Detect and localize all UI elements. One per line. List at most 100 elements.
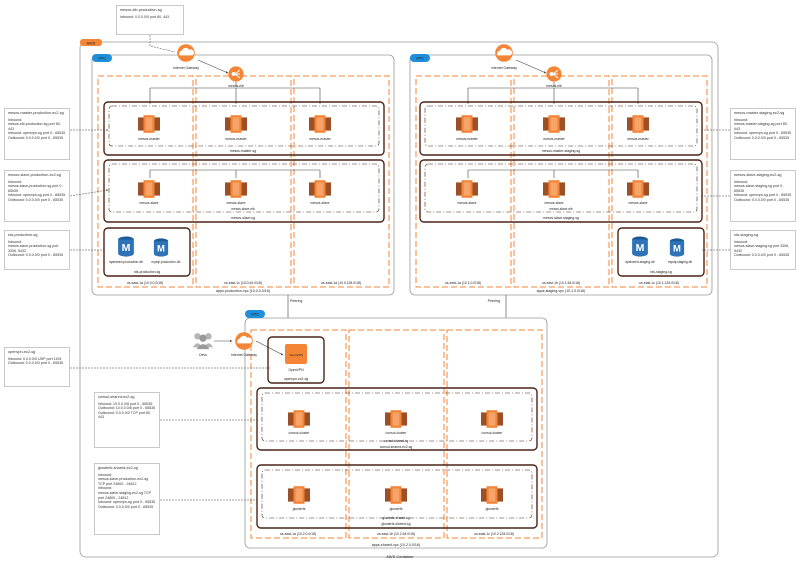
shared-vpc-label: apps-shared-vpc (10.2.0.0/16): [372, 543, 420, 547]
note-line: Inbound: 0.0.0.0/0 port 80, 443: [120, 14, 170, 19]
prod-master-2-label: mesos-master: [225, 137, 247, 141]
shared-az-1c-label: us-east-1c (10.2.128.0/18): [474, 532, 514, 536]
staging-master-3-label: mesos-master: [627, 137, 649, 141]
note-title: mesos-master-staging-ec2-sg: [734, 111, 785, 115]
note-line: Outbound: 0.0.0.0/0 port 0 - 65535: [8, 253, 64, 258]
shared-az-1b-label: us-east-1b (10.2.64.0/18): [377, 532, 415, 536]
gluster-sg-box: [256, 464, 538, 529]
note-line: Inbound:: [8, 117, 22, 122]
note-title: openvpn-ec2-sg: [8, 350, 36, 354]
consul-1-icon: [288, 410, 310, 428]
staging-master-sg-box: [419, 101, 703, 156]
staging-internet-gateway-icon: [495, 44, 513, 62]
note-elb-production-sg: mesos-elb-production-sg Inbound: 0.0.0.0…: [116, 5, 184, 35]
staging-az-1c: [611, 75, 708, 288]
staging-az-1a: [415, 75, 512, 288]
staging-vpc-badge: [410, 54, 430, 62]
staging-slave-2-label: mesos-slave: [544, 201, 563, 205]
prod-mysql-db-icon: [153, 238, 169, 257]
note-line: Inbound:: [98, 472, 112, 477]
note-line: Outbound: 0.0.0.0/0 port 0 - 65535: [734, 253, 790, 258]
note-line: Inbound:: [734, 179, 748, 184]
gluster-sg-label: glusterfs-shared-sg: [381, 522, 410, 526]
prod-az-1a: [97, 75, 194, 288]
staging-slave-1-label: mesos-slave: [457, 201, 476, 205]
openvpn-sg-box: [267, 336, 325, 384]
staging-master-2-label: mesos-master: [543, 137, 565, 141]
prod-rds-sg-label: rds-production-sg: [134, 270, 160, 274]
staging-master-1-icon: [456, 115, 478, 133]
prod-slave-2-icon: [225, 180, 247, 198]
staging-elb-icon: [546, 66, 562, 82]
staging-slave-2-icon: [543, 180, 565, 198]
staging-rds-sg-box: [617, 227, 705, 277]
staging-az-1b: [513, 75, 610, 288]
note-line: mesos-slave-staging-sg port 0 - 65535: [734, 184, 785, 193]
staging-mysql-db-label: mysql-staging-db: [668, 260, 692, 264]
consul-2-label: consul-cluster: [386, 431, 408, 435]
prod-slave-elb-label: mesos-slave-elb: [231, 207, 254, 211]
note-line: Outbound: 0.0.0.0/0 port 0 - 65535: [734, 197, 790, 202]
devs-users-icon: [192, 333, 214, 350]
note-line: Outbound: 0.0.0.0/0 TCP port 80, 443: [98, 410, 152, 420]
prod-master-3-label: mesos-master: [309, 137, 331, 141]
igw-to-openvpn-line: [255, 340, 284, 356]
note-line: Inbound: openvpn-sg port 0 - 65535: [734, 131, 792, 136]
aws-container-label: AWS Container: [386, 554, 414, 559]
aws-container-frame: [79, 41, 719, 558]
staging-igw-label: Internet Gateway: [491, 66, 517, 70]
production-vpc-badge-label: VPC: [98, 56, 106, 61]
prod-slave-3-icon: [309, 180, 331, 198]
production-vpc-frame: [91, 54, 395, 296]
note-consul-sg: consul-shared-ec2-sg Inbound: 10.0.0.0/8…: [94, 392, 160, 448]
devs-users-label: Devs: [199, 353, 207, 357]
shared-az-1a-label: us-east-1a (10.2.0.0/18): [280, 532, 316, 536]
gluster-1-icon: [288, 486, 310, 504]
note-rds-production-sg: rds-production-sg Inbound: mesos-slave-p…: [4, 230, 70, 270]
note-line: Inbound: 0.0.0.0/0 UDP port 1194: [8, 356, 62, 361]
note-line: Inbound: openvpn-sg port 0 - 65535: [8, 193, 66, 198]
prod-slave-1-icon: [138, 180, 160, 198]
peering-right-label: Peering: [488, 299, 500, 303]
prod-slave-2-label: mesos-slave: [226, 201, 245, 205]
note-master-production-sg: mesos-master-production-ec2-sg Inbound: …: [4, 108, 70, 160]
prod-master-1-label: mesos-master: [138, 137, 160, 141]
staging-slave-3-icon: [627, 180, 649, 198]
note-line: Inbound:: [734, 117, 748, 122]
consul-1-label: consul-cluster: [289, 431, 311, 435]
note-line: Outbound: 0.0.0.0/0 port 0 - 65535: [98, 504, 154, 509]
staging-az-1a-label: us-east-1a (10.1.0.0/18): [445, 281, 481, 285]
openvpn-instance-icon: [285, 344, 307, 364]
prod-slave-3-label: mesos-slave: [310, 201, 329, 205]
slave-prod-note-connector: [69, 189, 109, 197]
staging-master-sg-inner: [424, 105, 698, 147]
gluster-2-icon: [385, 486, 407, 504]
prod-slave-sg-label: mesos-slave-sg: [231, 216, 255, 220]
note-rds-staging-sg: rds-staging-sg Inbound: mesos-slave-stag…: [730, 230, 796, 270]
staging-igw-to-elb-line: [515, 59, 547, 74]
note-line: Outbound: 0.0.0.0/0 port 0 - 65535: [8, 135, 64, 140]
openvpn-label: OpenVPN: [288, 368, 304, 372]
prod-slave-sg-box: [103, 159, 385, 223]
staging-apshared-db-icon: [632, 236, 648, 257]
consul-3-icon: [481, 410, 503, 428]
staging-az-1b-label: us-east-1b (10.1.64.0/18): [542, 281, 580, 285]
gluster-shared-inner: [261, 469, 533, 519]
staging-slave-sg-box: [419, 159, 703, 223]
note-title: consul-shared-ec2-sg: [98, 395, 135, 399]
note-line: Outbound: 0.0.0.0/0 port 0 - 65535: [8, 361, 64, 366]
shared-az-1b: [348, 329, 445, 539]
gluster-1-label: glusterfs: [293, 507, 306, 511]
note-line: Outbound: 0.0.0.0/0 port 0 - 65535: [8, 197, 64, 202]
note-openvpn-sg: openvpn-ec2-sg Inbound: 0.0.0.0/0 UDP po…: [4, 347, 70, 387]
note-line: mesos-slave-production-ec2-sg TCP port 2…: [98, 477, 149, 486]
shared-az-1a: [250, 329, 347, 539]
prod-az-1d-label: us-east-1d (10.0.128.0/18): [321, 281, 361, 285]
note-line: mesos-slave-production-sg port 3306, 543…: [8, 244, 59, 253]
staging-vpc-frame: [409, 54, 713, 296]
prod-slave-1-label: mesos-slave: [139, 201, 158, 205]
gluster-shared-label: glusterfs-shared-sg: [382, 516, 410, 520]
gluster-3-icon: [481, 486, 503, 504]
consul-shared-inner: [261, 392, 533, 442]
production-vpc-badge: [92, 54, 112, 62]
